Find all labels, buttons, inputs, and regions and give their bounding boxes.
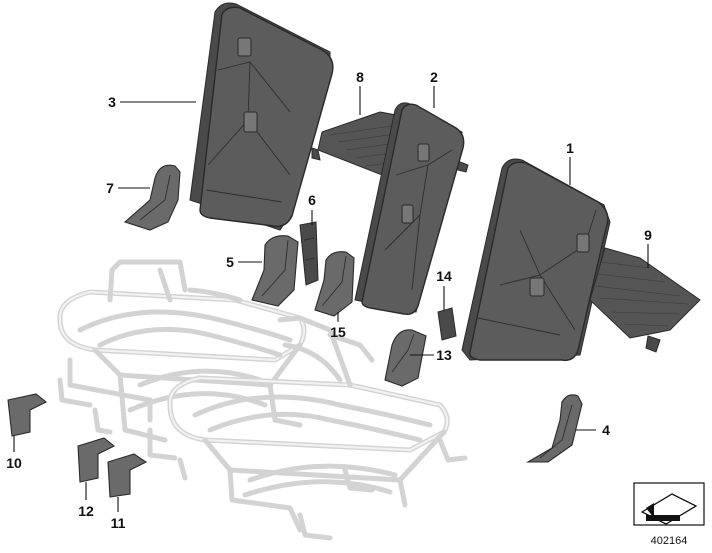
callout-14: 14 [436, 268, 452, 284]
callout-3: 3 [108, 94, 116, 110]
leader-lines [13, 86, 649, 512]
callout-4: 4 [602, 422, 610, 438]
callout-5: 5 [226, 254, 234, 270]
callout-11: 11 [111, 515, 126, 531]
callout-labels: 1 2 3 4 5 6 7 8 9 10 11 12 13 14 15 [6, 69, 652, 531]
part-4-hinge-cover-right [525, 394, 583, 463]
seat-frame-ghost [57, 259, 468, 541]
reference-box: 402164 [633, 482, 705, 547]
part-13-right-hinge-trim [384, 329, 427, 387]
callout-7: 7 [106, 180, 114, 196]
callout-10: 10 [6, 455, 22, 471]
part-1-right-backrest-panel [461, 158, 611, 361]
callout-6: 6 [308, 192, 316, 208]
part-6-bracket [299, 221, 319, 286]
callout-12: 12 [78, 503, 94, 519]
part-14-small-bracket [437, 307, 457, 341]
part-5-backrest-hinge-trim [251, 235, 299, 307]
part-7-hinge-cover-left [123, 164, 181, 231]
part-10-foot-cover [7, 393, 48, 437]
part-2-middle-backrest-panel [354, 102, 465, 316]
reference-arrow-icon [646, 503, 654, 518]
part-11-foot-cover [107, 453, 148, 498]
callout-9: 9 [644, 227, 652, 243]
callout-15: 15 [330, 324, 346, 340]
part-15-center-hinge-trim [314, 251, 355, 317]
callout-8: 8 [356, 69, 364, 85]
reference-bar-icon [646, 515, 680, 521]
callout-2: 2 [430, 69, 438, 85]
part-9-right-load-floor-mat [589, 247, 701, 353]
reference-code: 402164 [651, 535, 688, 547]
part-3-left-backrest-panel [189, 2, 334, 231]
part-12-foot-cover [77, 437, 116, 483]
callout-1: 1 [566, 140, 574, 156]
callout-13: 13 [436, 347, 452, 363]
